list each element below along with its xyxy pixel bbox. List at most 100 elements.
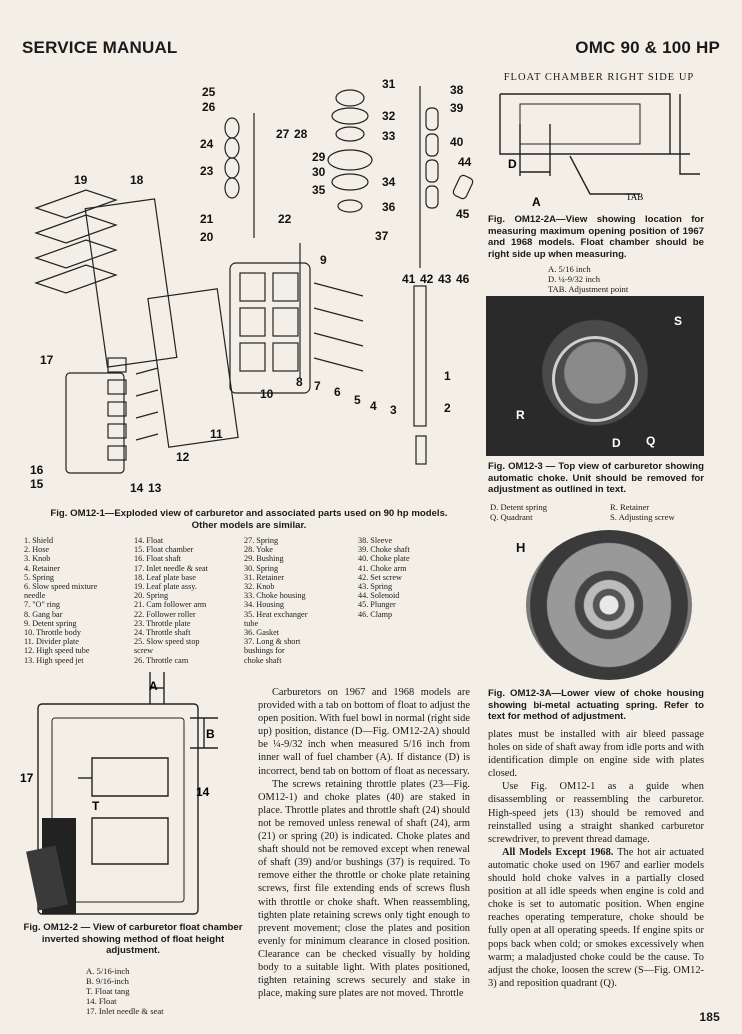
- fig-om12-1-legend-col4: 38. Sleeve 39. Choke shaft 40. Choke pla…: [358, 536, 410, 619]
- callout-25: 25: [202, 85, 216, 99]
- callout-11: 11: [210, 427, 223, 441]
- callout-8: 8: [296, 375, 303, 389]
- legend-item: choke shaft: [244, 655, 282, 665]
- callout-28: 28: [294, 127, 308, 141]
- callout-7: 7: [314, 379, 321, 393]
- legend-item: 42. Set screw: [358, 572, 402, 582]
- dim-label-b: B: [206, 727, 215, 741]
- callout-30: 30: [312, 165, 326, 179]
- callout-1: 1: [444, 369, 451, 383]
- legend-item: 21. Cam follower arm: [134, 600, 207, 610]
- callout-42: 42: [420, 272, 434, 286]
- callout-22: 22: [278, 212, 292, 226]
- legend-item: R. Retainer: [610, 502, 650, 512]
- legend-item: 39. Choke shaft: [358, 545, 410, 555]
- legend-item: 15. Float chamber: [134, 545, 194, 555]
- callout-23: 23: [200, 164, 214, 178]
- legend-item: 14. Float: [86, 996, 117, 1006]
- callout-16: 16: [30, 463, 44, 477]
- legend-item: 36. Gasket: [244, 628, 280, 638]
- legend-item: 11. Divider plate: [24, 637, 79, 647]
- legend-item: 22. Follower roller: [134, 609, 196, 619]
- paragraph: Use Fig. OM12-1 as a guide when disassem…: [488, 781, 704, 845]
- callout-12: 12: [176, 450, 190, 464]
- callout-18: 18: [130, 173, 144, 187]
- legend-item: 31. Retainer: [244, 572, 285, 582]
- fig-om12-1-caption-line1: Fig. OM12-1—Exploded view of carburetor …: [50, 508, 448, 519]
- body-text-column-2: plates must be installed with air bleed …: [488, 728, 704, 990]
- fig-om12-2-legend: A. 5/16-inch B. 9/16-inch T. Float tang …: [86, 966, 164, 1016]
- running-header-right: OMC 90 & 100 HP: [575, 38, 720, 57]
- running-header-left: SERVICE MANUAL: [22, 38, 178, 57]
- choke-housing-ring: [552, 336, 638, 422]
- choke-housing-bimetal-spring: [526, 530, 692, 680]
- callout-43: 43: [438, 272, 452, 286]
- legend-item: 20. Spring: [134, 591, 169, 601]
- callout-31: 31: [382, 77, 396, 91]
- fig-om12-2a-caption: Fig. OM12-2A—View showing location for m…: [488, 214, 704, 260]
- legend-item: 3. Knob: [24, 554, 51, 564]
- legend-item: D. Detent spring: [490, 502, 548, 512]
- photo-label-h: H: [516, 540, 526, 555]
- legend-item: 19. Leaf plate assy.: [134, 582, 197, 592]
- photo-label-d: D: [612, 436, 621, 450]
- fig-om12-2-drawing: A B T 17 14: [18, 668, 248, 918]
- callout-5: 5: [354, 393, 361, 407]
- label-t: T: [92, 799, 100, 813]
- legend-item: B. 9/16-inch: [86, 976, 129, 986]
- callout-34: 34: [382, 175, 396, 189]
- callout-44: 44: [458, 155, 472, 169]
- legend-item: 12. High speed tube: [24, 646, 90, 656]
- callout-9: 9: [320, 253, 327, 267]
- legend-item: 27. Spring: [244, 536, 279, 545]
- legend-item: 28. Yoke: [244, 545, 273, 555]
- legend-item: tube: [244, 618, 259, 628]
- legend-item: 35. Heat exchanger: [244, 609, 308, 619]
- legend-item: 32. Knob: [244, 582, 275, 592]
- legend-item: 29. Bushing: [244, 554, 284, 564]
- legend-item: 18. Leaf plate base: [134, 572, 196, 582]
- legend-item: 40. Choke plate: [358, 554, 410, 564]
- fig-om12-2a-legend: A. 5/16 inch D. ¼-9/32 inch TAB. Adjustm…: [548, 264, 628, 294]
- legend-item: 26. Throttle cam: [134, 655, 189, 665]
- callout-32: 32: [382, 109, 396, 123]
- legend-item: 16. Float shaft: [134, 554, 182, 564]
- legend-item: 6. Slow speed mixture: [24, 582, 98, 592]
- paragraph: The screws retaining throttle plates (23…: [258, 778, 470, 1000]
- callout-26: 26: [202, 100, 216, 114]
- callout-24: 24: [200, 137, 214, 151]
- legend-item: 25. Slow speed stop: [134, 637, 200, 647]
- paragraph-text: The hot air actuated automatic choke use…: [488, 846, 704, 989]
- exploded-carburetor-illustration: 25 26 27 28 31 32 33 34 36 29 30 35 38 3…: [30, 77, 474, 495]
- fig-om12-1-drawing: 25 26 27 28 31 32 33 34 36 29 30 35 38 3…: [18, 68, 478, 500]
- fig-om12-1-caption: Fig. OM12-1—Exploded view of carburetor …: [24, 508, 474, 531]
- legend-item: 13. High speed jet: [24, 655, 84, 665]
- legend-item: 38. Sleeve: [358, 536, 393, 545]
- callout-14: 14: [130, 481, 144, 495]
- legend-item: 43. Spring: [358, 582, 393, 592]
- legend-item: S. Adjusting screw: [610, 512, 675, 522]
- callout-20: 20: [200, 230, 214, 244]
- legend-item: needle: [24, 591, 46, 601]
- callout-40: 40: [450, 135, 464, 149]
- paragraph-lead-in: All Models Except 1968.: [502, 846, 614, 858]
- page-number: 185: [699, 1010, 720, 1024]
- callout-46: 46: [456, 272, 470, 286]
- fig-om12-2a-drawing: FLOAT CHAMBER RIGHT SIDE UP D A TAB: [490, 70, 706, 210]
- legend-item: D. ¼-9/32 inch: [548, 274, 601, 284]
- fig-om12-2-caption: Fig. OM12-2 — View of carburetor float c…: [23, 922, 243, 956]
- legend-item: T. Float tang: [86, 986, 130, 996]
- photo-label-r: R: [516, 408, 525, 422]
- callout-6: 6: [334, 385, 341, 399]
- dim-label-d: D: [508, 157, 517, 171]
- legend-item: Q. Quadrant: [490, 512, 533, 522]
- fig-om12-3-photo: S R D Q: [486, 296, 704, 456]
- legend-item: 37. Long & short: [244, 637, 301, 647]
- legend-item: 2. Hose: [24, 545, 50, 555]
- legend-item: 8. Gang bar: [24, 609, 63, 619]
- legend-item: 30. Spring: [244, 563, 279, 573]
- legend-item: 5. Spring: [24, 572, 55, 582]
- legend-item: 44. Solenoid: [358, 591, 400, 601]
- paragraph: All Models Except 1968. The hot air actu…: [488, 846, 704, 990]
- legend-item: 23. Throttle plate: [134, 618, 191, 628]
